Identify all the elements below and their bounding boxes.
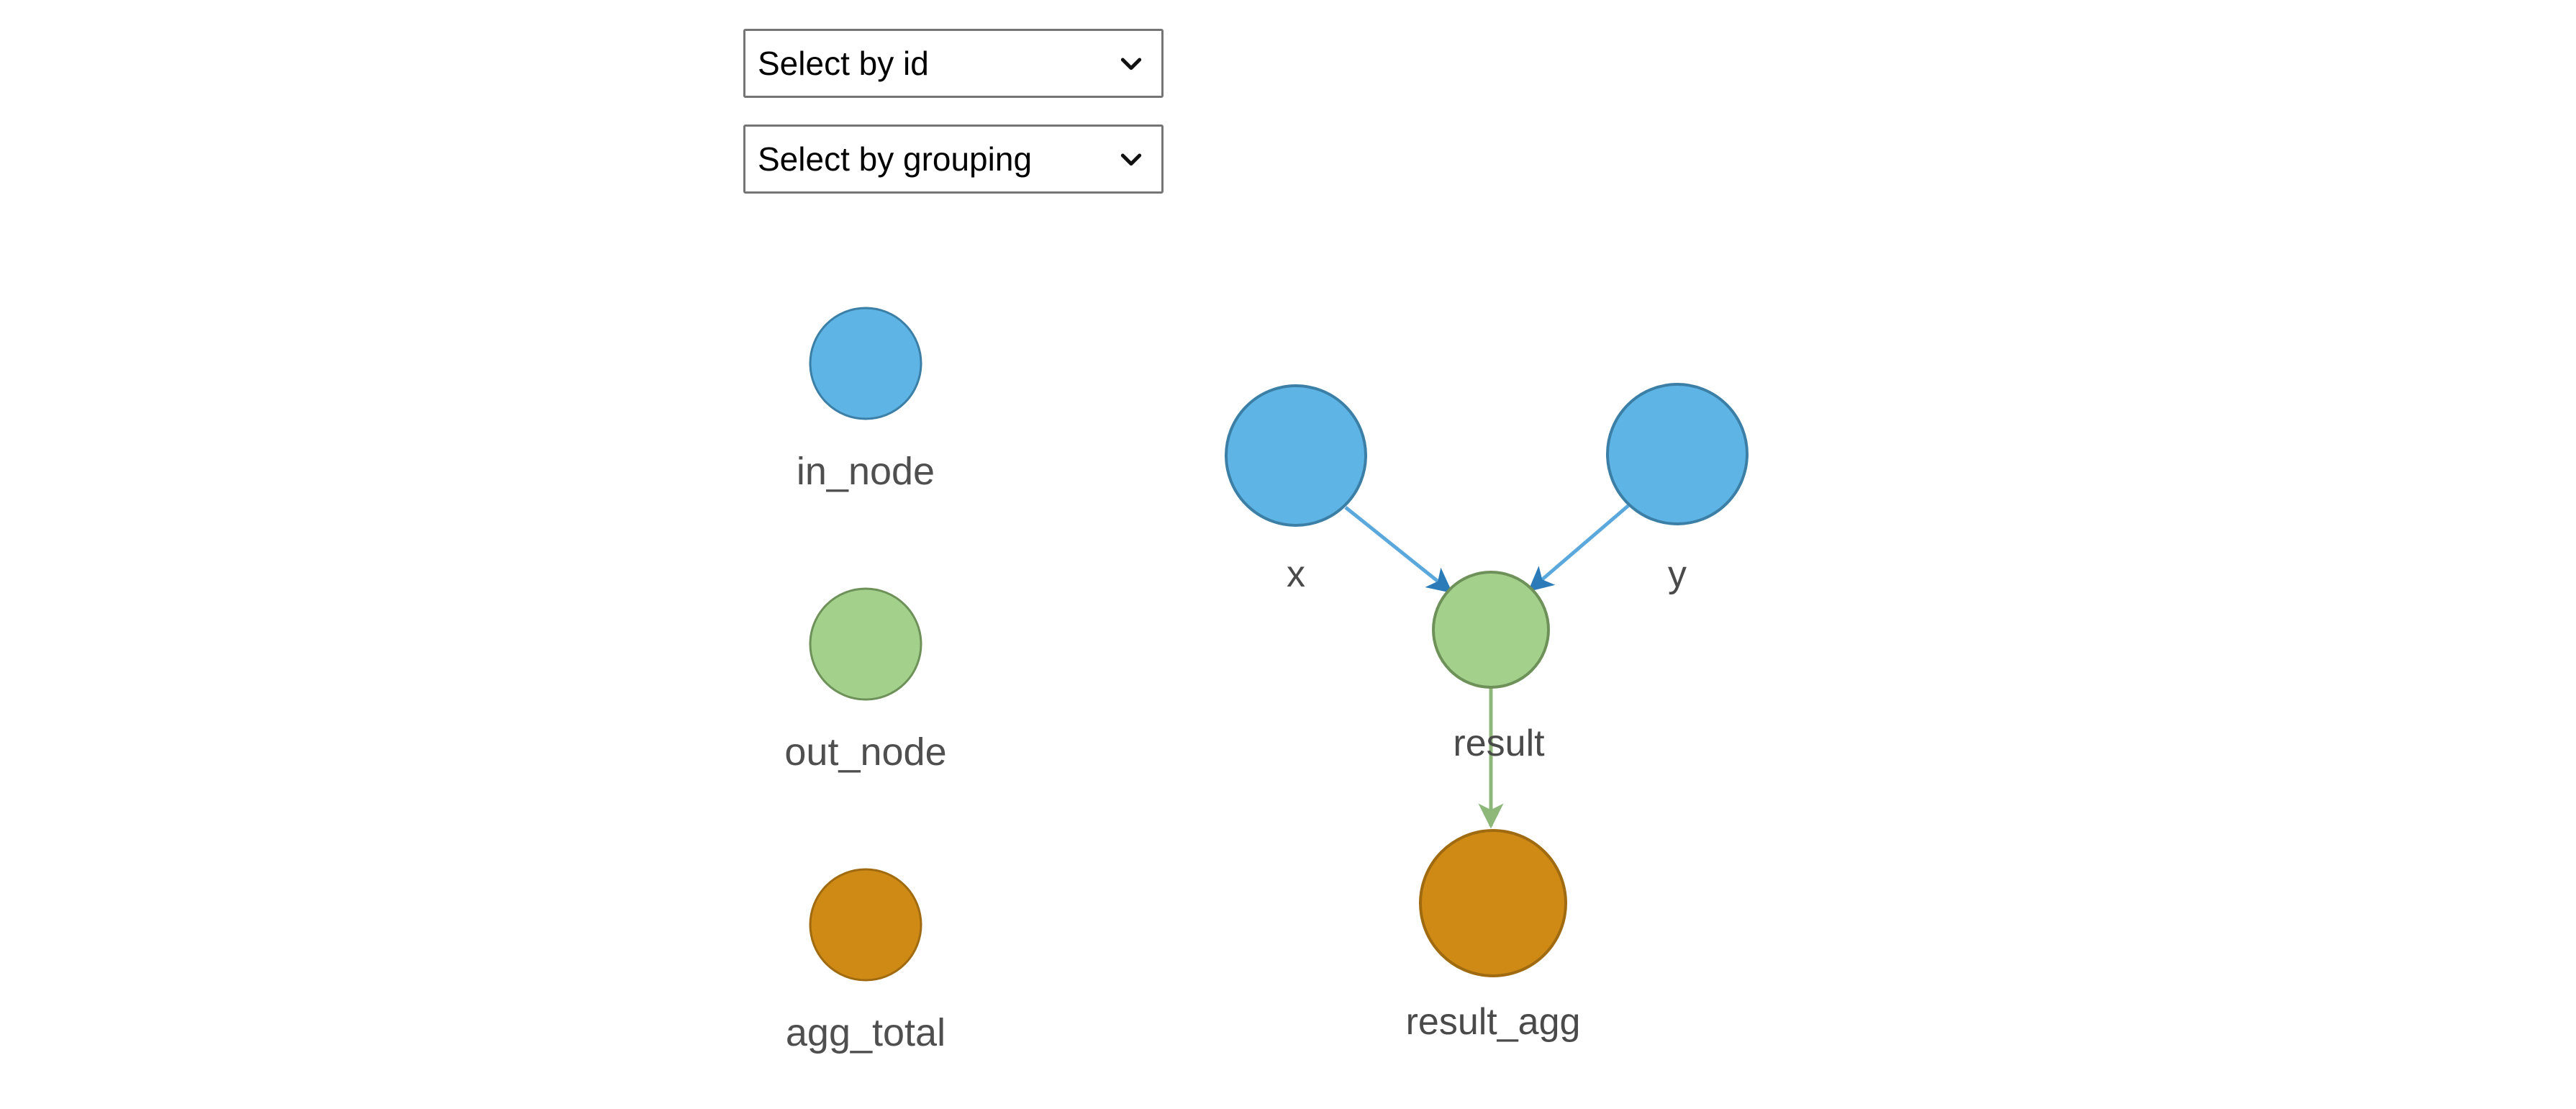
legend-swatch-agg-total [809, 868, 922, 982]
select-by-id-label: Select by id [758, 45, 929, 82]
legend-swatch-out-node [809, 587, 922, 701]
graph-node-result-circle [1432, 571, 1550, 689]
legend-item-in-node[interactable]: in_node [797, 307, 935, 493]
legend: in_node out_node agg_total [784, 307, 947, 1054]
edge-label-result: result [1453, 723, 1545, 764]
select-by-grouping-dropdown[interactable]: Select by grouping [743, 125, 1164, 194]
graph-node-result[interactable] [1432, 571, 1550, 689]
graph-node-x-label: x [1287, 553, 1305, 595]
chevron-down-icon [1120, 58, 1142, 71]
legend-swatch-in-node [809, 307, 922, 420]
chevron-down-icon [1120, 153, 1142, 166]
select-by-id-dropdown[interactable]: Select by id [743, 29, 1164, 98]
graph-node-x[interactable]: x [1225, 384, 1367, 595]
graph-node-result-agg-label: result_agg [1406, 1001, 1581, 1043]
edge-y-to-result[interactable] [1528, 502, 1632, 592]
graph-edges: result [1344, 502, 1632, 829]
edge-x-to-result[interactable] [1344, 506, 1453, 594]
graph-node-result-agg[interactable]: result_agg [1406, 829, 1581, 1043]
graph-node-y-label: y [1668, 553, 1687, 595]
legend-label-in-node: in_node [797, 450, 935, 493]
select-by-grouping-label: Select by grouping [758, 140, 1033, 178]
graph-nodes: x y result_agg [1225, 383, 1749, 1043]
graph-node-result-agg-circle [1419, 829, 1567, 977]
legend-item-out-node[interactable]: out_node [784, 587, 947, 774]
legend-label-out-node: out_node [784, 730, 946, 774]
legend-item-agg-total[interactable]: agg_total [786, 868, 945, 1054]
graph-node-x-circle [1225, 384, 1367, 527]
legend-label-agg-total: agg_total [786, 1011, 945, 1054]
graph-node-y-circle [1606, 383, 1749, 525]
filter-controls: Select by id Select by grouping [743, 29, 1164, 194]
graph-node-y[interactable]: y [1606, 383, 1749, 595]
